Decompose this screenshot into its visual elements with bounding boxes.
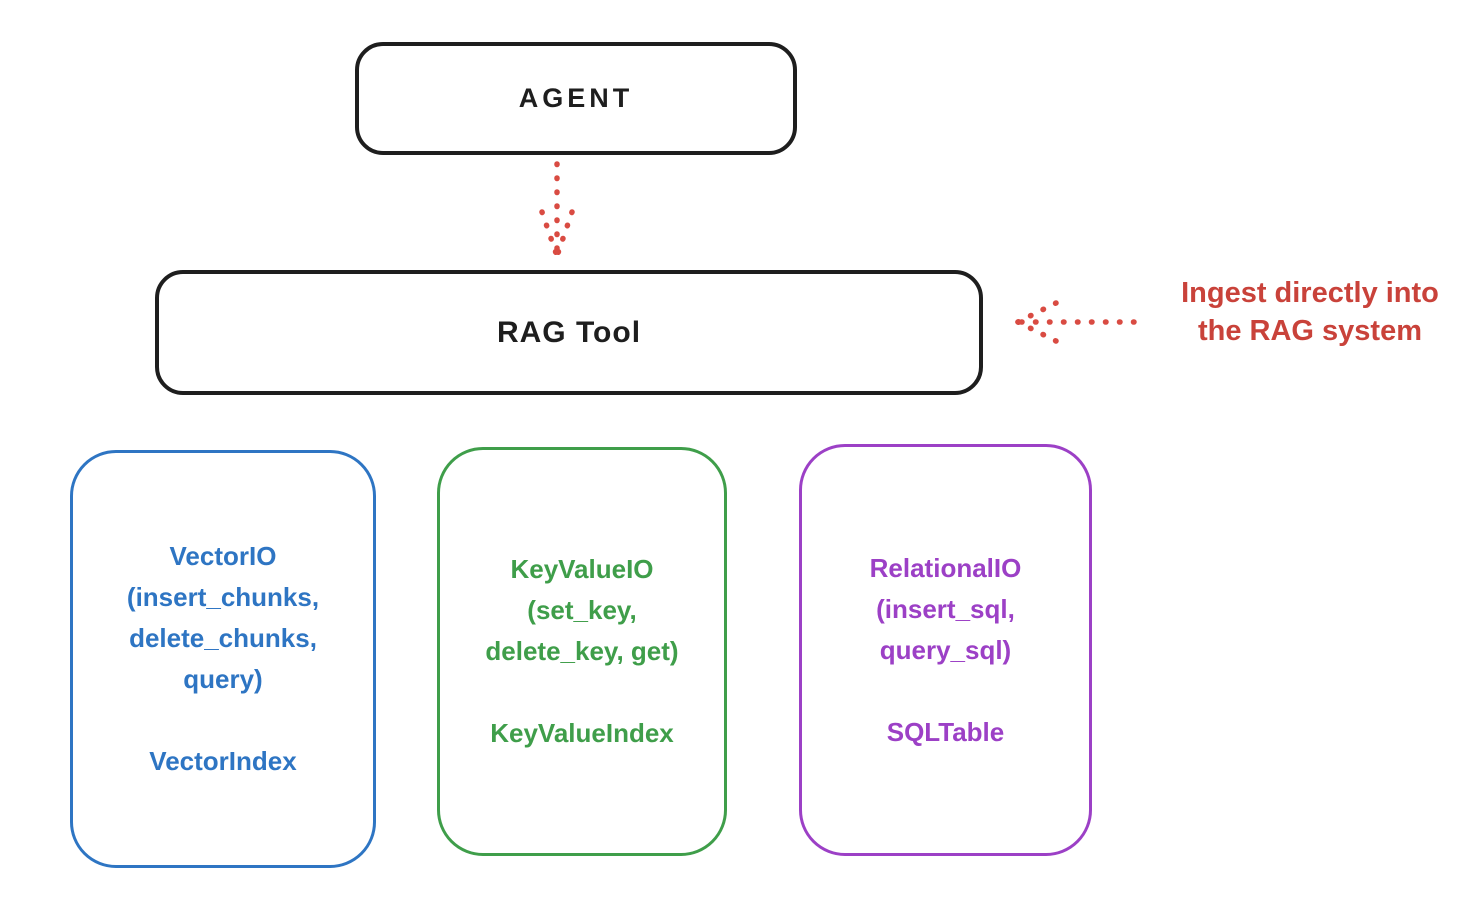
vector-io-methods-line3: query) [183,664,263,694]
vector-io-text-block: VectorIO (insert_chunks, delete_chunks, … [127,536,319,782]
arrow-down-icon [539,161,575,259]
vector-io-methods-line2: delete_chunks, [129,623,317,653]
keyvalue-io-title: KeyValueIO [510,554,654,584]
vector-io-methods-line1: (insert_chunks, [126,582,320,612]
relational-io-node[interactable]: RelationalIO (insert_sql, query_sql) SQL… [799,444,1092,856]
relational-io-title: RelationalIO [869,552,1022,583]
agent-to-ragtool-arrow[interactable] [535,160,579,262]
annotation-to-ragtool-arrow[interactable] [1010,298,1138,346]
keyvalue-index-label: KeyValueIndex [490,718,674,748]
sql-table-label: SQLTable [886,716,1005,747]
relational-io-methods-line1: (insert_sql, [876,593,1015,624]
arrow-left-icon [1015,300,1137,344]
vector-index-label: VectorIndex [149,746,297,776]
vector-io-node[interactable]: VectorIO (insert_chunks, delete_chunks, … [70,450,376,868]
ingest-annotation-line1: Ingest directly into [1181,277,1439,309]
ingest-annotation[interactable]: Ingest directly into the RAG system [1138,274,1482,350]
keyvalue-io-node[interactable]: KeyValueIO (set_key, delete_key, get) Ke… [437,447,727,856]
relational-io-text-block: RelationalIO (insert_sql, query_sql) SQL… [870,548,1022,753]
keyvalue-io-methods-line2: delete_key, get) [485,636,679,666]
keyvalue-io-methods-line1: (set_key, [527,595,637,625]
agent-node-label: AGENT [518,83,634,113]
relational-io-methods-line2: query_sql) [879,634,1012,665]
keyvalue-io-text-block: KeyValueIO (set_key, delete_key, get) Ke… [485,549,678,754]
ingest-annotation-line2: the RAG system [1197,315,1422,347]
agent-node[interactable]: AGENT [355,42,797,155]
rag-tool-node-label: RAG Tool [496,315,642,349]
rag-tool-node[interactable]: RAG Tool [155,270,983,395]
vector-io-title: VectorIO [169,541,277,571]
